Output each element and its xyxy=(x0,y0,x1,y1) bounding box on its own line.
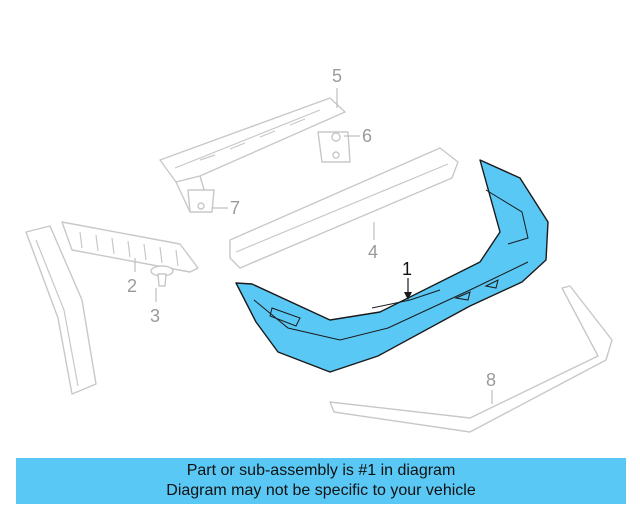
callout-3: 3 xyxy=(150,306,160,326)
part-2-retainer xyxy=(61,221,199,273)
callout-2: 2 xyxy=(127,276,137,296)
banner-line-2: Diagram may not be specific to your vehi… xyxy=(166,482,476,499)
callout-7: 7 xyxy=(230,198,240,218)
banner-line-1: Part or sub-assembly is #1 in diagram xyxy=(186,462,456,479)
part-6-bracket xyxy=(317,131,351,163)
callout-6: 6 xyxy=(362,126,372,146)
parts-diagram: 5 6 7 4 2 3 8 1 xyxy=(25,66,613,433)
callout-8: 8 xyxy=(486,370,496,390)
callout-1: 1 xyxy=(402,259,412,279)
part-3-fastener xyxy=(150,265,174,287)
part-4-impact-bar xyxy=(229,147,459,269)
callout-5: 5 xyxy=(332,66,342,86)
left-side-bracket xyxy=(25,225,97,395)
part-8-trim-strip xyxy=(329,285,613,433)
part-1-bumper-cover[interactable] xyxy=(235,159,549,373)
part-7-bracket xyxy=(187,189,215,213)
callout-4: 4 xyxy=(368,242,378,262)
info-banner: Part or sub-assembly is #1 in diagram Di… xyxy=(16,458,626,504)
